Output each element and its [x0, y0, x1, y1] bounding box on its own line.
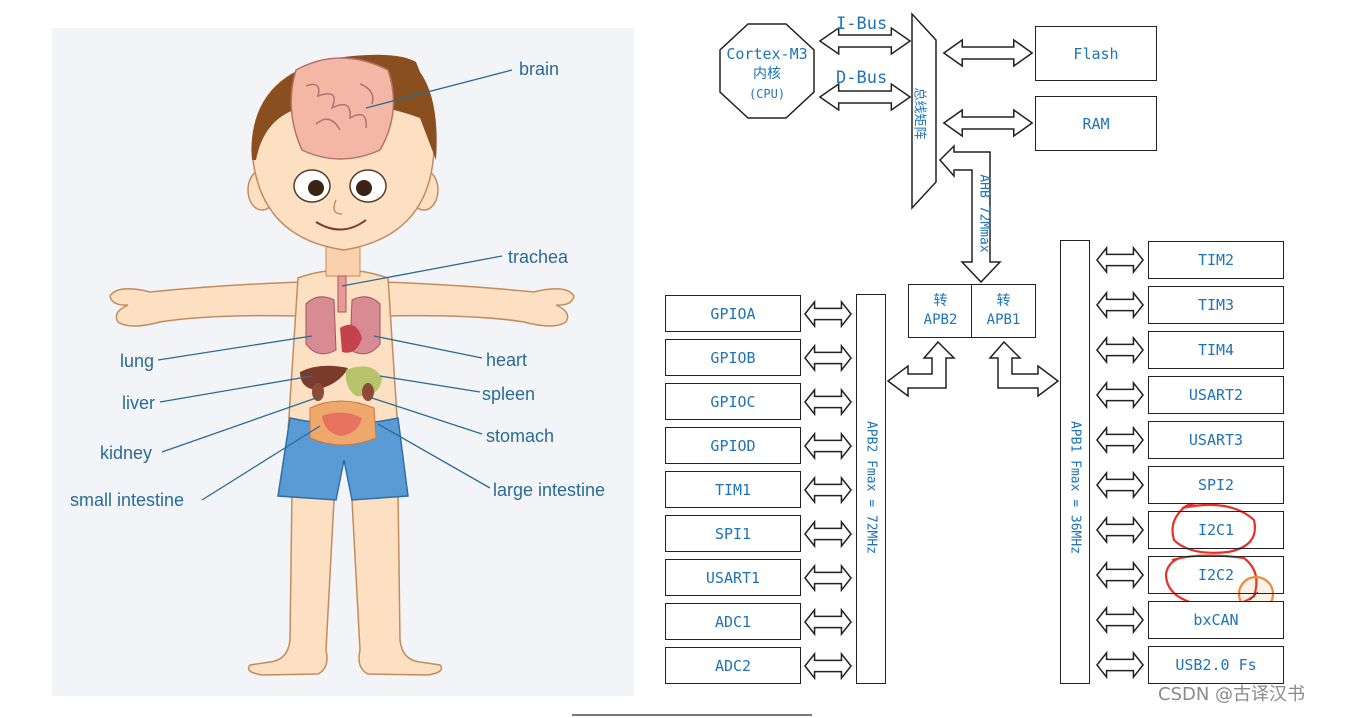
label-leader-lines [157, 69, 513, 501]
ram-arrow [943, 109, 1033, 137]
apb1-peripheral-tim4: TIM4 [1148, 331, 1284, 369]
apb1-bridge-arrow [988, 340, 1060, 398]
label-small-intestine: small intestine [70, 490, 185, 510]
label-spleen: spleen [482, 384, 536, 404]
apb1-peripheral-usb: USB2.0 Fs [1148, 646, 1284, 684]
apb1-peripheral-bxcan: bxCAN [1148, 601, 1284, 639]
label-liver: liver [122, 393, 156, 413]
bridge-apb2-block: 转 APB2 [908, 284, 973, 338]
apb2-peripheral-gpioa: GPIOA [665, 295, 801, 332]
apb2-peripheral-arrows [804, 301, 852, 679]
label-heart: heart [486, 350, 528, 370]
ahb-arrow [938, 144, 1002, 284]
cpu-label: Cortex-M3 内核 (CPU) [718, 44, 816, 104]
cpu-core: 内核 [753, 66, 781, 82]
boy-arms [109, 281, 575, 327]
apb2-peripheral-spi1: SPI1 [665, 515, 801, 552]
cpu-octagon [719, 23, 815, 119]
apb1-peripheral-arrows [1096, 247, 1144, 678]
bottom-scroll-bar[interactable] [572, 714, 812, 716]
apb2-peripheral-tim1: TIM1 [665, 471, 801, 508]
label-stomach: stomach [486, 426, 555, 446]
apb1-peripheral-usart3: USART3 [1148, 421, 1284, 459]
apb2-peripheral-adc2: ADC2 [665, 647, 801, 684]
bridge-apb1-line2: APB1 [986, 312, 1021, 328]
apb2-peripheral-gpiob: GPIOB [665, 339, 801, 376]
csdn-watermark: CSDN @古译汉书 [1158, 684, 1306, 705]
cpu-tag: (CPU) [748, 87, 786, 101]
apb2-peripheral-usart1: USART1 [665, 559, 801, 596]
boy-legs [247, 489, 443, 676]
ibus-label: I-Bus [836, 14, 888, 34]
label-trachea: trachea [508, 247, 569, 267]
label-lung: lung [120, 351, 155, 371]
bridge-apb2-line2: APB2 [923, 312, 958, 328]
label-large-intestine: large intestine [493, 480, 606, 500]
apb2-bus-bar [856, 294, 886, 684]
apb1-peripheral-tim2: TIM2 [1148, 241, 1284, 279]
apb1-peripheral-i2c2: I2C2 [1148, 556, 1284, 594]
organs [300, 275, 382, 446]
label-kidney: kidney [100, 443, 153, 463]
apb1-peripheral-tim3: TIM3 [1148, 286, 1284, 324]
bridge-apb1-line1: 转 [996, 293, 1011, 309]
flash-block: Flash [1035, 26, 1157, 81]
apb1-bus-bar [1060, 240, 1090, 684]
apb2-peripheral-adc1: ADC1 [665, 603, 801, 640]
apb1-bus-label: APB1 Fmax = 36MHz [1067, 420, 1083, 555]
bridge-apb2-line1: 转 [933, 293, 948, 309]
apb2-bridge-arrow [886, 340, 956, 398]
ram-block: RAM [1035, 96, 1157, 151]
cpu-name: Cortex-M3 [726, 45, 808, 63]
apb1-peripheral-spi2: SPI2 [1148, 466, 1284, 504]
bus-matrix-label: 总线矩阵 [911, 87, 927, 140]
flash-arrow [943, 39, 1033, 67]
bus-matrix-shape [911, 12, 937, 210]
apb2-peripheral-gpioc: GPIOC [665, 383, 801, 420]
boy-head [247, 54, 439, 251]
label-brain: brain [519, 59, 560, 79]
apb2-peripheral-gpiod: GPIOD [665, 427, 801, 464]
apb1-peripheral-usart2: USART2 [1148, 376, 1284, 414]
dbus-label: D-Bus [836, 68, 888, 88]
bridge-apb1-block: 转 APB1 [971, 284, 1036, 338]
apb2-bus-label: APB2 Fmax = 72MHz [863, 420, 879, 555]
apb1-peripheral-i2c1: I2C1 [1148, 511, 1284, 549]
ahb-label: AHB 72Mmax [976, 174, 992, 253]
